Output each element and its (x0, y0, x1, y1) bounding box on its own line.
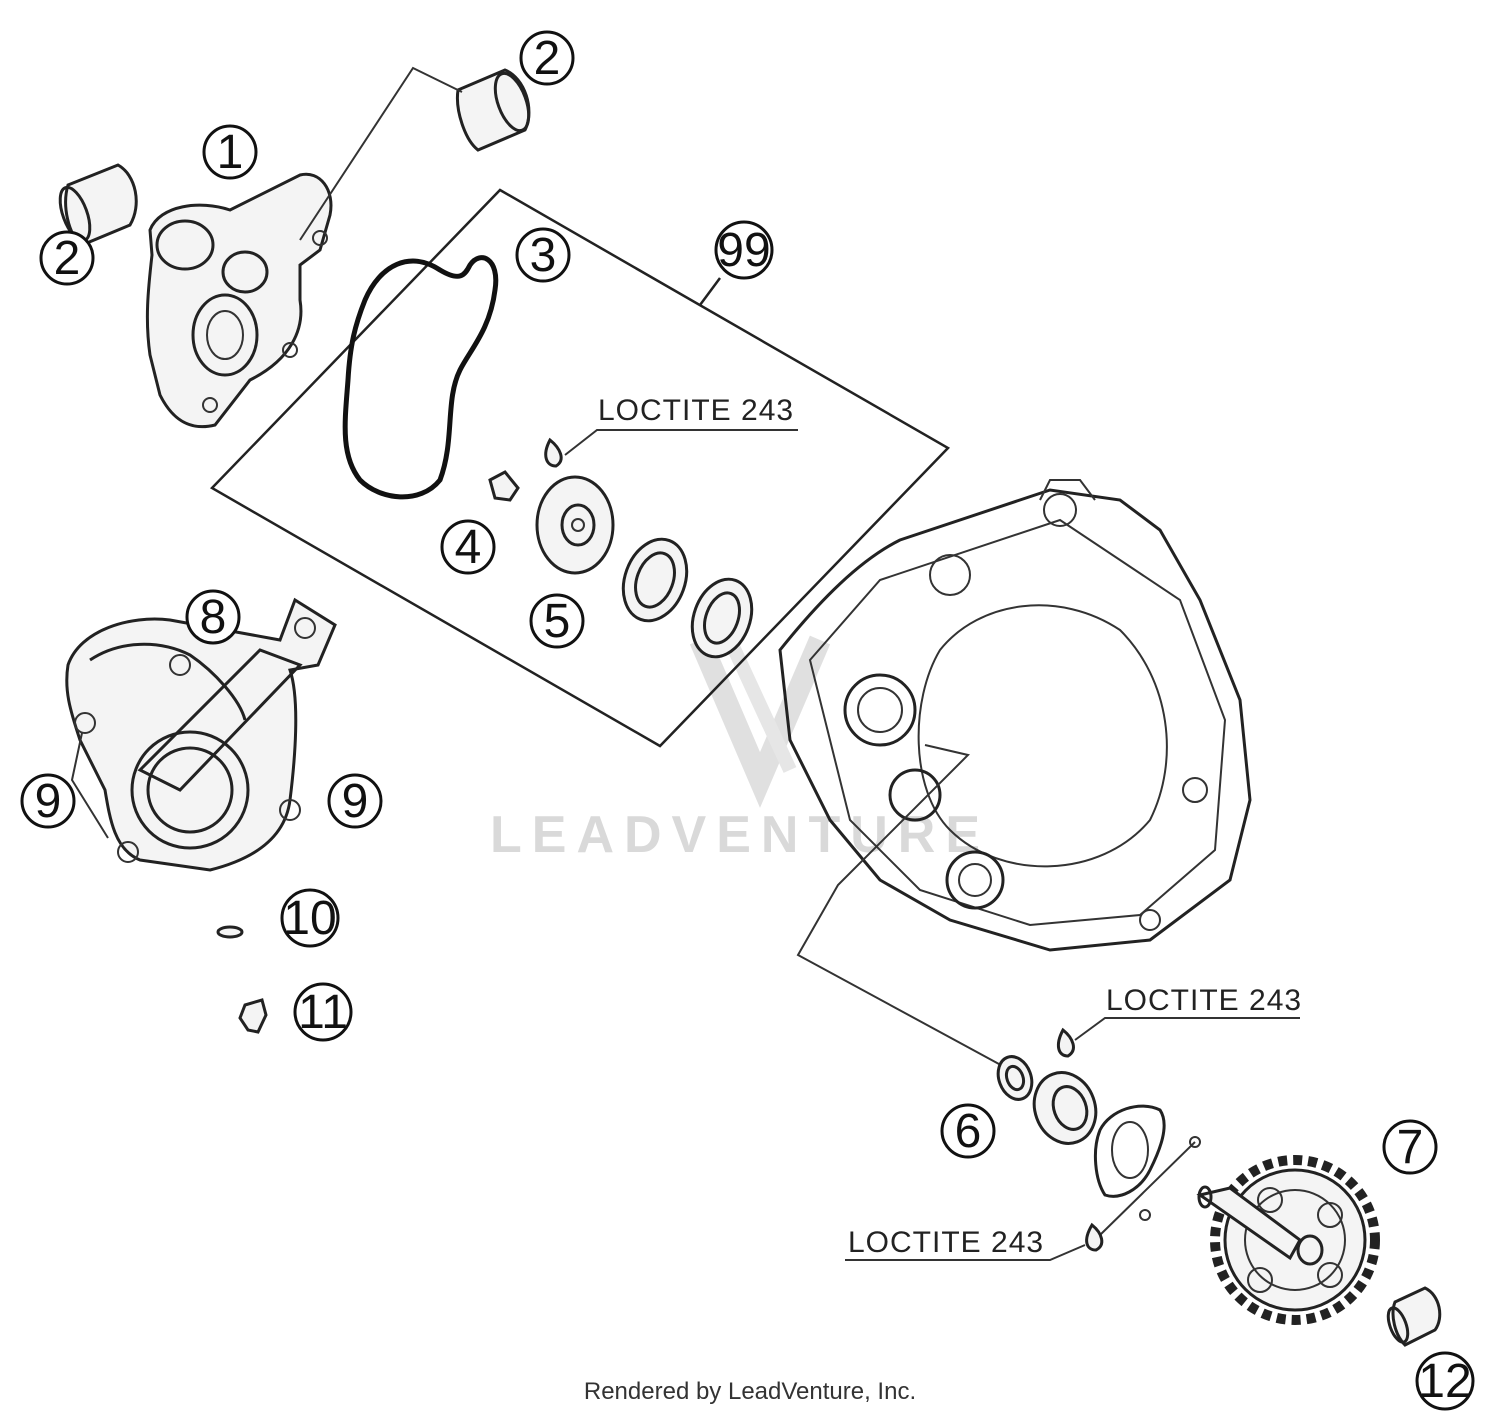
plate-screws (1139, 1136, 1201, 1221)
callout-3: 3 (515, 227, 571, 283)
callout-10-text: 10 (283, 892, 336, 945)
callout-4: 4 (440, 519, 496, 575)
loctite-a-text: LOCTITE 243 (598, 394, 794, 427)
water-pump-housing (65, 597, 337, 872)
loctite-drop-c (1085, 1222, 1104, 1252)
part-12-sleeve (1386, 1286, 1442, 1347)
loctite-c-leader (845, 1244, 1086, 1261)
callout-2-upper: 2 (519, 30, 575, 86)
callout-7: 7 (1382, 1119, 1438, 1175)
part-6-nut (996, 1055, 1034, 1101)
callout-1-text: 1 (217, 126, 244, 179)
callout-12-text: 12 (1418, 1355, 1471, 1408)
part-2-sleeve-upper (455, 68, 531, 152)
kit-boundary (209, 188, 951, 748)
callout-9-left-text: 9 (35, 775, 62, 828)
leader-case-bearing (796, 744, 1011, 1071)
callout-1: 1 (202, 124, 258, 180)
bearing (1032, 1071, 1098, 1145)
callout-8-text: 8 (200, 591, 227, 644)
part-11-bolt (238, 998, 268, 1034)
bearing-plate-gasket (1094, 1104, 1166, 1198)
part-4-screw (488, 470, 520, 502)
leader-cover-sleeve (299, 66, 463, 241)
loctite-c-text: LOCTITE 243 (848, 1226, 1044, 1259)
callout-9-left: 9 (20, 773, 76, 829)
part-3-o-ring (342, 255, 499, 500)
part-7-gear (1196, 1155, 1380, 1325)
part-seal-b (690, 577, 754, 659)
loctite-b-leader (1074, 1017, 1300, 1041)
callout-99: 99 (698, 220, 774, 306)
callout-6-text: 6 (955, 1105, 982, 1158)
callout-2-left: 2 (39, 230, 95, 286)
screw-leader (1099, 1141, 1196, 1236)
callout-5: 5 (529, 593, 585, 649)
callout-3-text: 3 (530, 229, 557, 282)
loctite-b-text: LOCTITE 243 (1106, 984, 1302, 1017)
credit-line: Rendered by LeadVenture, Inc. (583, 1378, 917, 1405)
callout-9-right-text: 9 (342, 775, 369, 828)
loctite-a-leader (564, 429, 798, 456)
callout-11-text: 11 (298, 986, 348, 1039)
callout-7-text: 7 (1397, 1121, 1424, 1174)
engine-case (778, 479, 1252, 952)
callout-12: 12 (1415, 1351, 1475, 1411)
callout-11: 11 (293, 982, 353, 1042)
callout-99-text: 99 (717, 224, 770, 277)
part-10-dowel (216, 925, 244, 939)
watermark-text: LEADVENTURE (490, 806, 990, 864)
callout-8: 8 (185, 589, 241, 645)
part-2-sleeve-left (58, 163, 138, 247)
callout-2-upper-text: 2 (534, 32, 561, 85)
callout-9-right: 9 (327, 773, 383, 829)
callout-2-left-text: 2 (54, 232, 81, 285)
leader-9-left (70, 732, 109, 839)
callout-4-text: 4 (455, 521, 482, 574)
loctite-drop-a (544, 437, 563, 468)
callout-6: 6 (940, 1103, 996, 1159)
watermark: LEADVENTURE (490, 635, 990, 864)
loctite-drop-b (1056, 1027, 1075, 1058)
part-seal-a (621, 537, 689, 623)
callout-10: 10 (280, 888, 340, 948)
part-5-impeller (535, 475, 615, 575)
part-1-pump-cover (145, 172, 333, 429)
callout-5-text: 5 (544, 595, 571, 648)
